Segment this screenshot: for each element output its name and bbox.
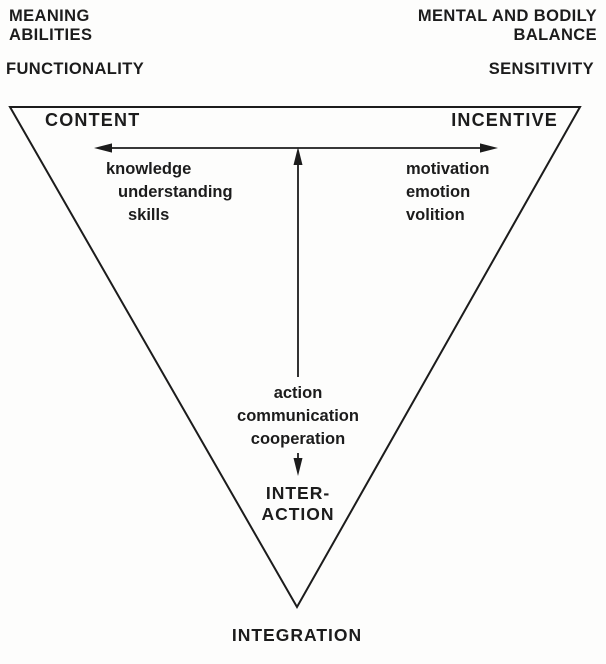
label-mental-bodily-balance: MENTAL AND BODILY BALANCE [418, 7, 597, 45]
meaning-label: MEANING [9, 7, 90, 25]
sensitivity-label: SENSITIVITY [488, 60, 594, 78]
interaction-items-list: action communication cooperation [237, 382, 359, 451]
interaction-label-line2: ACTION [261, 504, 335, 524]
interaction-label-line1: INTER- [265, 483, 331, 503]
content-items-list: knowledge understanding skills [106, 158, 233, 227]
interaction-vertex-label: INTER- ACTION [261, 483, 334, 525]
short-down-arrow [293, 453, 303, 476]
incentive-vertex-label: INCENTIVE [451, 110, 558, 130]
triangle-outline [8, 106, 582, 610]
incentive-item-volition: volition [406, 206, 465, 224]
integration-label: INTEGRATION [231, 625, 363, 645]
content-item-skills: skills [128, 206, 170, 224]
incentive-item-motivation: motivation [406, 160, 490, 178]
horizontal-double-arrow [94, 143, 498, 153]
content-item-understanding: understanding [118, 183, 233, 201]
incentive-items-list: motivation emotion volition [406, 158, 489, 227]
functionality-label: FUNCTIONALITY [6, 60, 145, 78]
interaction-item-cooperation: cooperation [250, 430, 346, 448]
interaction-item-action: action [273, 384, 323, 402]
label-meaning-abilities: MEANING ABILITIES [9, 7, 92, 45]
content-item-knowledge: knowledge [106, 160, 192, 178]
interaction-item-communication: communication [237, 407, 359, 425]
incentive-item-emotion: emotion [406, 183, 471, 201]
balance-label: BALANCE [513, 26, 597, 44]
abilities-label: ABILITIES [9, 26, 93, 44]
vertical-up-arrow [293, 147, 303, 377]
mental-and-bodily-label: MENTAL AND BODILY [417, 7, 597, 25]
content-vertex-label: CONTENT [45, 110, 141, 130]
